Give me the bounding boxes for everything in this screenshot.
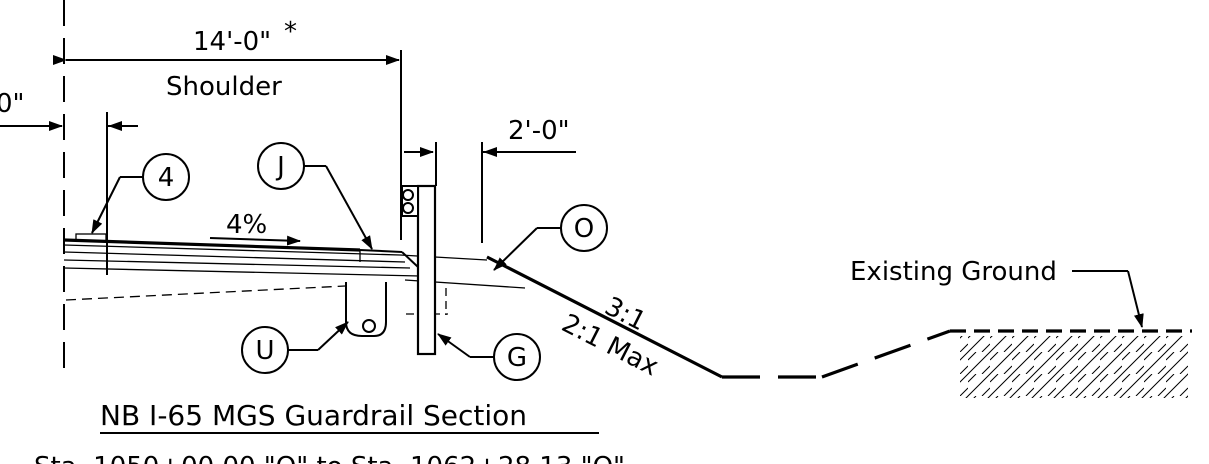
svg-text:4: 4	[158, 163, 175, 193]
section-title-block: NB I-65 MGS Guardrail Section Sta. 1050+…	[34, 399, 625, 464]
shoulder-asterisk: *	[284, 17, 297, 47]
station-range: Sta. 1050+00.00 "O" to Sta. 1062+28.13 "…	[34, 452, 625, 464]
shoulder-dimension: 14'-0" * Shoulder	[53, 17, 402, 240]
shoulder-pavement	[63, 233, 526, 315]
svg-text:U: U	[255, 336, 274, 366]
section-title: NB I-65 MGS Guardrail Section	[100, 399, 527, 432]
existing-ground-hatch	[960, 336, 1188, 398]
shoulder-slope-indicator: 4%	[209, 210, 301, 246]
shoulder-label: Shoulder	[166, 72, 282, 102]
left-offset-label: 0"	[0, 89, 25, 119]
svg-text:O: O	[574, 214, 594, 244]
existing-ground-callout: Existing Ground	[850, 257, 1144, 328]
svg-text:J: J	[275, 152, 285, 182]
callout-4: 4	[91, 153, 190, 234]
callout-G: G	[437, 333, 541, 381]
post-offset-dimension: 2'-0"	[404, 116, 576, 243]
callout-J: J	[257, 142, 373, 250]
callout-O: O	[493, 204, 608, 271]
guardrail-post	[401, 184, 437, 356]
underdrain	[345, 282, 387, 337]
shoulder-width-label: 14'-0"	[193, 27, 271, 57]
callout-U: U	[241, 321, 349, 374]
shoulder-slope-label: 4%	[226, 210, 267, 240]
existing-ground-label: Existing Ground	[850, 257, 1057, 287]
svg-text:G: G	[507, 343, 527, 373]
post-offset-label: 2'-0"	[508, 116, 570, 146]
